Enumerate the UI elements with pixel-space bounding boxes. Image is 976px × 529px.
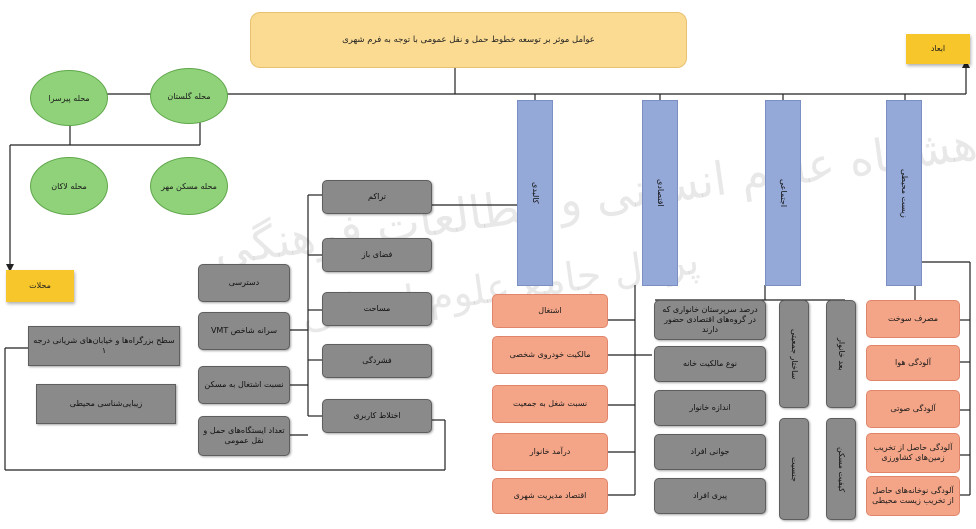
economic-factor: درآمد خانوار [492,433,608,471]
physical-factor: فشردگی [322,344,432,378]
social-column: بعد خانوار [826,300,856,408]
social-factor: نوع مالکیت خانه [654,346,766,382]
neighborhoods-label: محلات [6,270,74,302]
social-column: کیفیت مسکن [826,418,856,520]
dimension-social: اجتماعی [765,100,801,286]
arrow-head-icon [6,264,14,272]
neighborhood-maskan-mehr: محله مسکن مهر [150,157,228,215]
economic-factor: نسبت شغل به جمعیت [492,385,608,423]
env-factor: آلودگی هوا [866,345,960,381]
neighborhood-pirsara: محله پیرسرا [30,70,108,126]
economic-factor: اقتصاد مدیریت شهری [492,478,608,514]
physical-factor: تراکم [322,180,432,214]
physical-factor: مساحت [322,292,432,326]
physical-factor-left: دسترسی [198,264,290,302]
dimension-environmental: زیست محیطی [886,100,922,286]
env-factor: آلودگی حاصل از تخریب زمین‌های کشاورزی [866,433,960,473]
neighborhood-golestan: محله گلستان [150,68,228,124]
dimension-economic: اقتصادی [642,100,678,286]
diagram-title: عوامل موثر بر توسعه خطوط حمل و نقل عمومی… [250,12,687,68]
left-factor: زیبایی‌شناسی محیطی [36,384,176,424]
env-factor: مصرف سوخت [866,300,960,338]
economic-factor: مالکیت خودروی شخصی [492,336,608,374]
social-column: جنسیت [779,418,809,520]
env-factor: آلودگی صوتی [866,390,960,428]
physical-factor: اختلاط کاربری [322,399,432,433]
social-column: ساختار جمعیتی [779,300,809,408]
physical-factor: فضای باز [322,238,432,272]
social-factor: جوانی افراد [654,434,766,470]
physical-factor-left: نسبت اشتغال به مسکن [198,366,290,404]
dimension-physical: کالبدی [517,100,553,286]
neighborhood-lakan: محله لاکان [30,157,108,215]
arrow-head-icon [962,60,970,68]
social-factor: درصد سرپرستان خانواری که در گروه‌های اقت… [654,300,766,340]
physical-factor-left: تعداد ایستگاه‌های حمل و نقل عمومی [198,416,290,456]
social-factor: پیری افراد [654,478,766,514]
env-factor: آلودگی نوخانه‌های حاصل از تخریب زیست محی… [866,476,960,516]
social-factor: اندازه خانوار [654,390,766,426]
economic-factor: اشتغال [492,294,608,328]
physical-factor-left: سرانه شاخص VMT [198,312,290,350]
left-factor: سطح بزرگراه‌ها و خیابان‌های شریانی درجه … [28,326,180,366]
dimensions-label: ابعاد [906,34,970,64]
